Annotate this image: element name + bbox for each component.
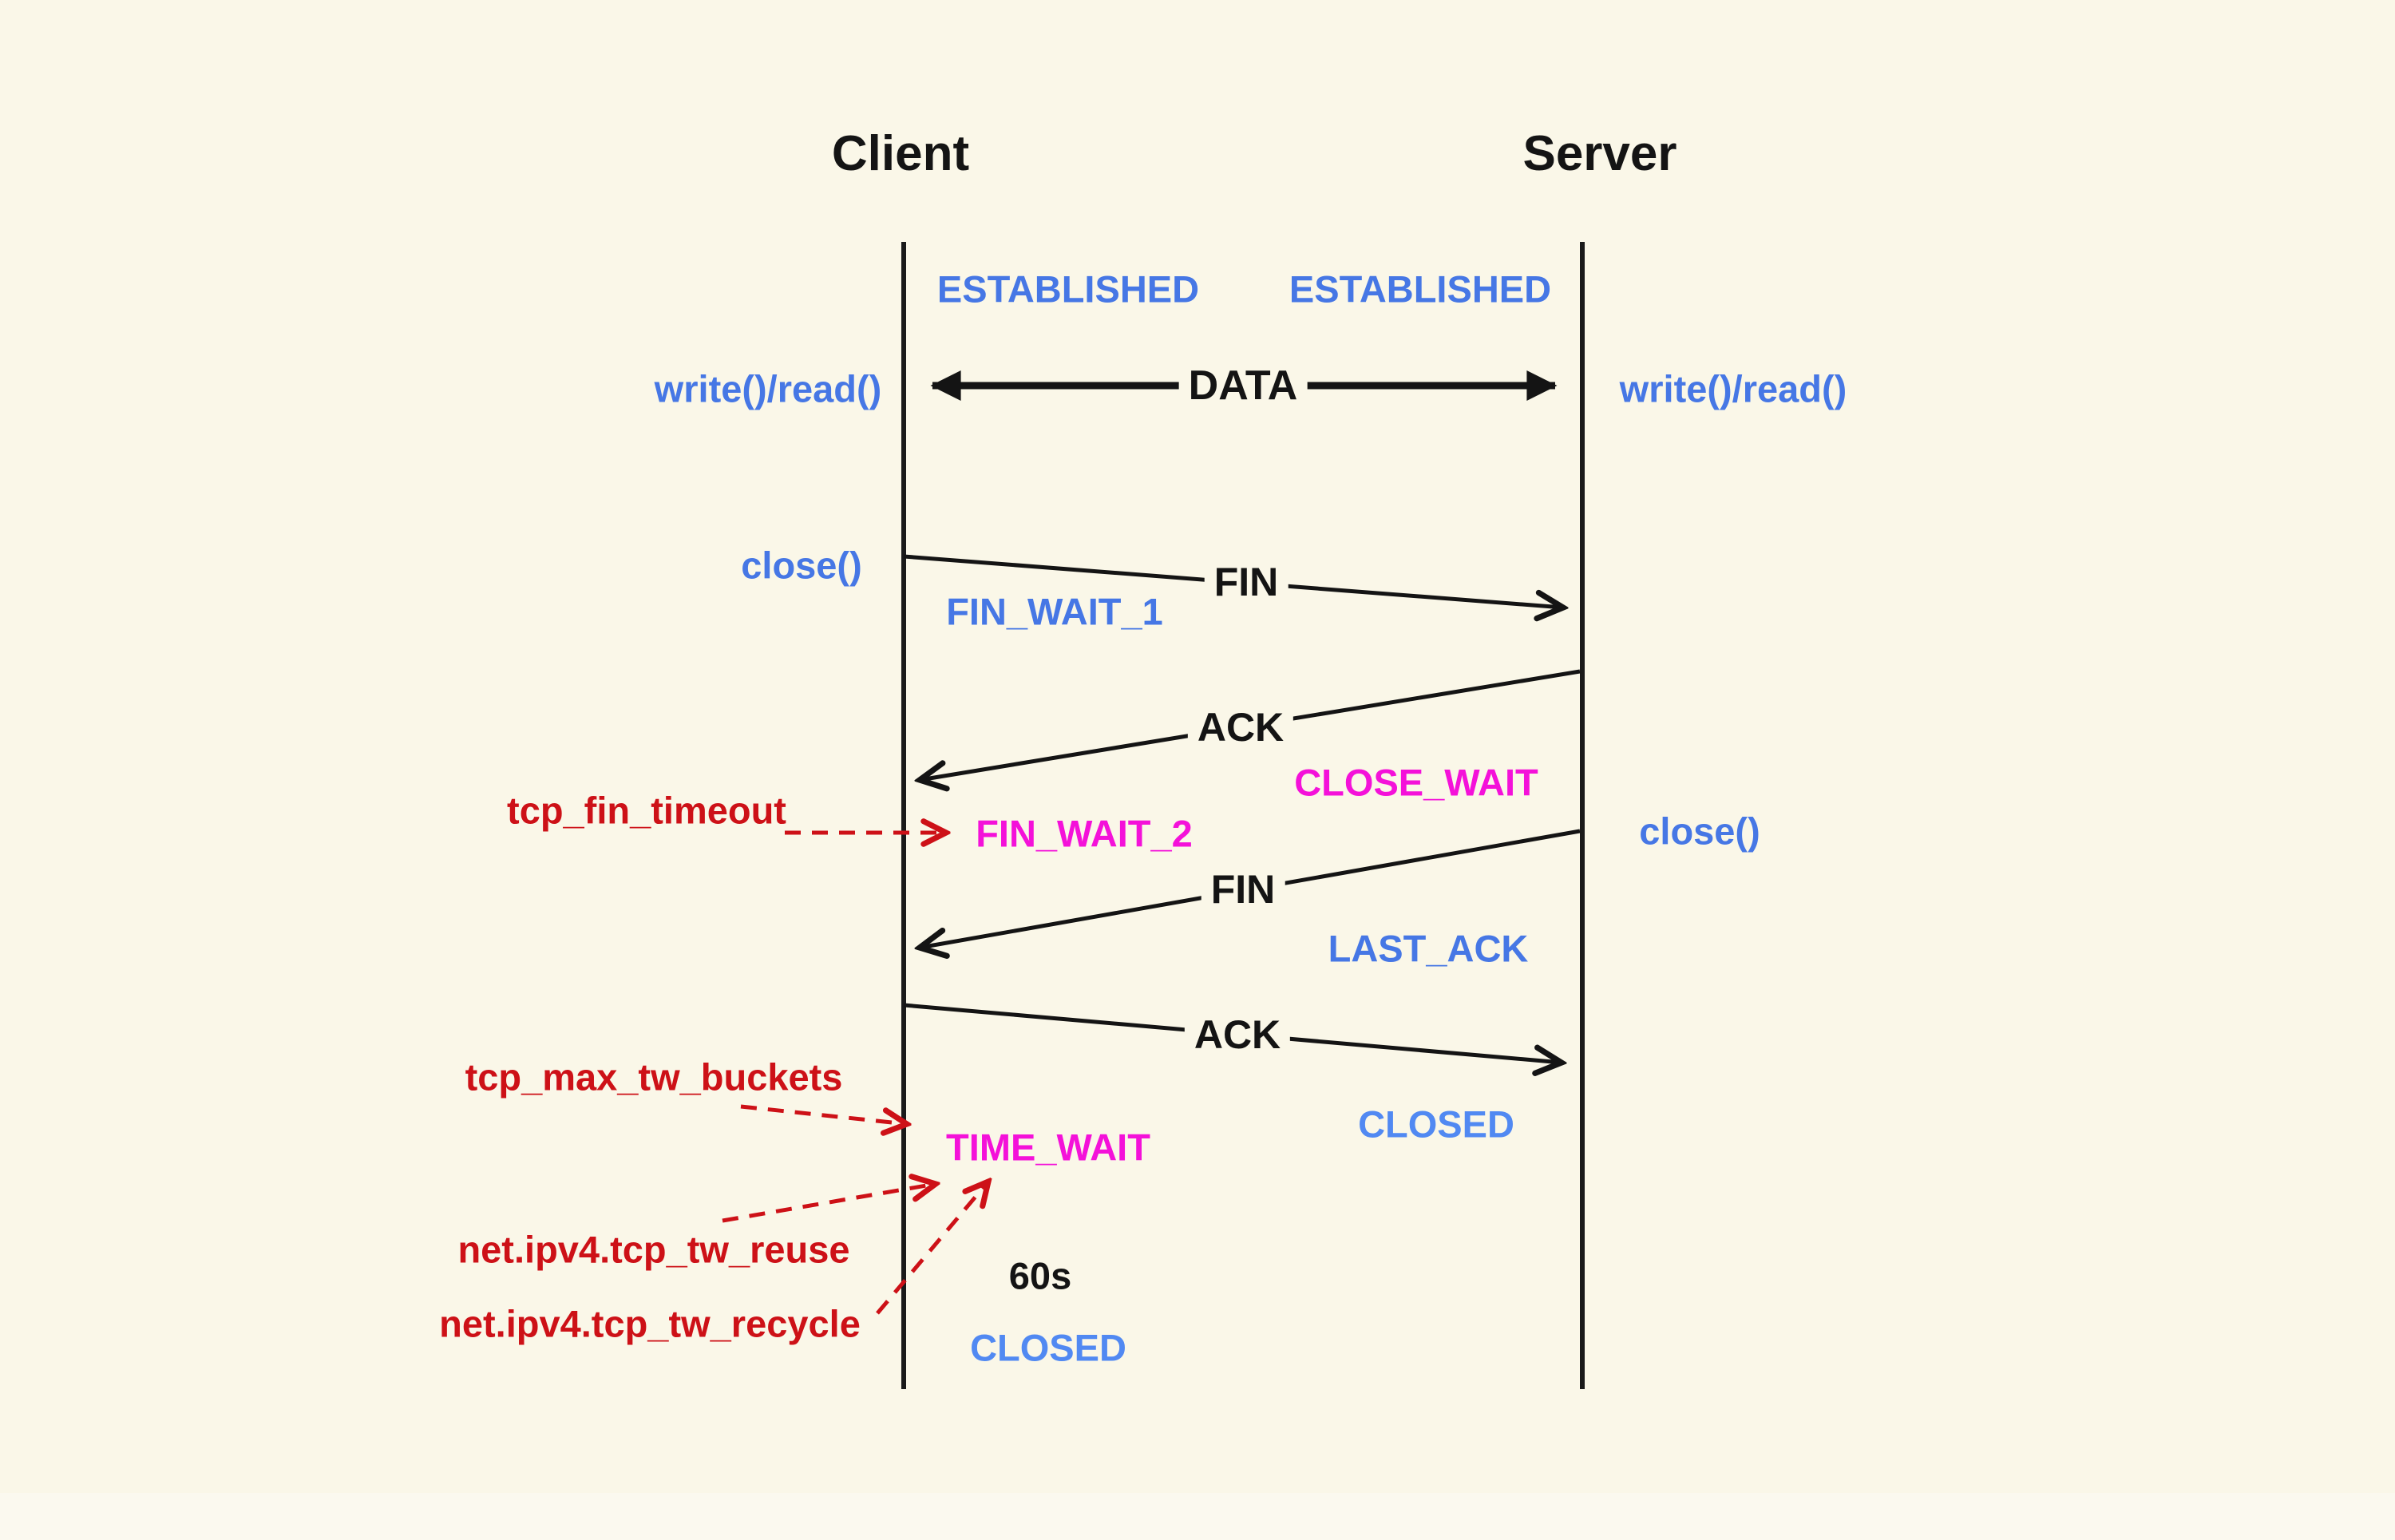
message-label-data: DATA bbox=[1178, 365, 1308, 406]
server-state-last-ack: LAST_ACK bbox=[1328, 927, 1529, 970]
message-label-fin-1: FIN bbox=[1204, 562, 1289, 602]
tcp-tw-recycle-arrow bbox=[876, 1182, 988, 1315]
client-title: Client bbox=[831, 126, 970, 181]
param-tcp-max-tw-buckets: tcp_max_tw_buckets bbox=[465, 1055, 843, 1099]
server-state-close-wait: CLOSE_WAIT bbox=[1294, 761, 1538, 804]
server-write-read-call: write()/read() bbox=[1619, 367, 1847, 410]
server-title: Server bbox=[1522, 126, 1677, 181]
tcp-max-tw-buckets-arrow bbox=[740, 1104, 907, 1124]
client-close-call: close() bbox=[741, 544, 862, 587]
server-state-established: ESTABLISHED bbox=[1289, 267, 1552, 311]
client-write-read-call: write()/read() bbox=[654, 367, 882, 410]
param-tcp-tw-recycle: net.ipv4.tcp_tw_recycle bbox=[439, 1302, 861, 1345]
message-label-fin-2: FIN bbox=[1201, 869, 1285, 909]
tcp-tw-reuse-arrow bbox=[722, 1184, 936, 1223]
param-tcp-fin-timeout: tcp_fin_timeout bbox=[507, 789, 786, 832]
message-label-ack-2: ACK bbox=[1184, 1015, 1291, 1055]
client-state-fin-wait-1: FIN_WAIT_1 bbox=[946, 590, 1163, 633]
client-state-time-wait: TIME_WAIT bbox=[946, 1126, 1150, 1169]
client-state-established: ESTABLISHED bbox=[936, 267, 1200, 311]
client-state-fin-wait-2: FIN_WAIT_2 bbox=[976, 812, 1193, 855]
message-label-ack-1: ACK bbox=[1187, 707, 1294, 747]
server-close-call: close() bbox=[1639, 810, 1760, 853]
time-wait-duration: 60s bbox=[1008, 1254, 1072, 1297]
server-state-closed: CLOSED bbox=[1358, 1103, 1514, 1146]
client-state-closed: CLOSED bbox=[970, 1326, 1126, 1369]
background-bottom-band bbox=[0, 1493, 2395, 1540]
param-tcp-tw-reuse: net.ipv4.tcp_tw_reuse bbox=[457, 1228, 850, 1271]
